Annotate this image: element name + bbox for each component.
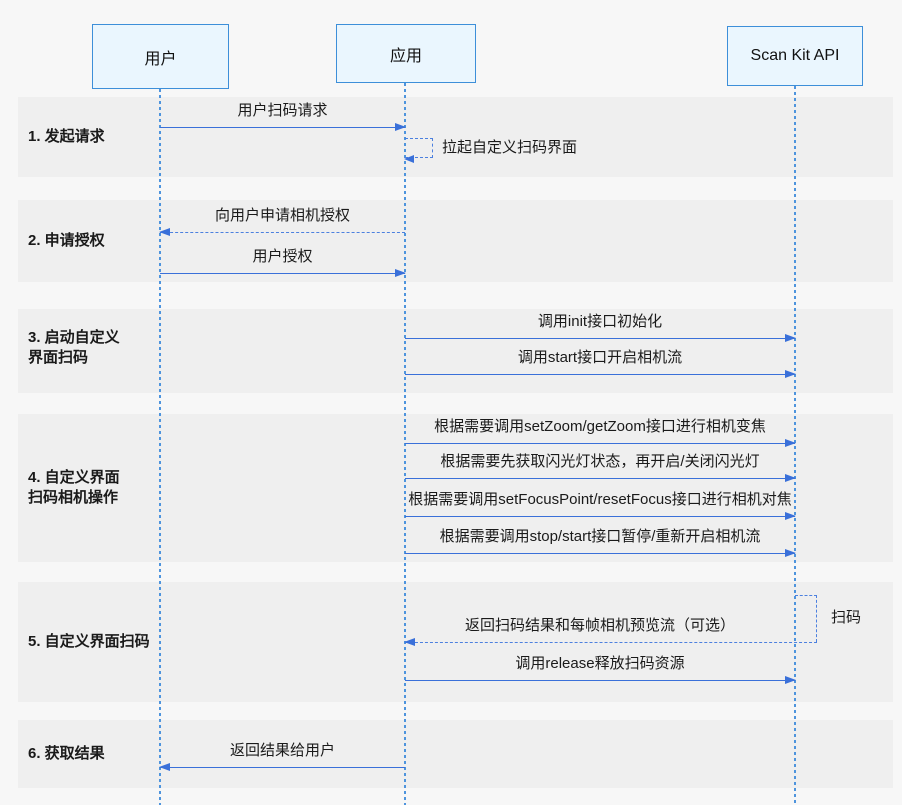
actor-label-app: 应用 [389,47,422,65]
arrow-right-icon [405,334,796,342]
section-band-2 [18,200,893,282]
actor-label-user: 用户 [144,50,177,68]
actor-box-user: 用户 [92,24,229,89]
section-label-3: 3. 启动自定义 界面扫码 [28,329,120,366]
message-set-focus: 根据需要调用setFocusPoint/resetFocus接口进行相机对焦 [405,491,796,520]
message-set-zoom: 根据需要调用setZoom/getZoom接口进行相机变焦 [405,418,796,447]
actor-label-scankit-api: Scan Kit API [750,47,840,64]
lifeline-user [159,89,161,805]
message-label: 用户授权 [252,248,313,265]
message-user-scan-request: 用户扫码请求 [160,102,406,131]
section-label-6: 6. 获取结果 [28,745,105,762]
message-flash-light: 根据需要先获取闪光灯状态，再开启/关闭闪光灯 [405,453,796,482]
message-call-release: 调用release释放扫码资源 [405,655,796,684]
arrow-right-icon [405,512,796,520]
section-band-6 [18,720,893,788]
arrow-right-icon [160,123,406,131]
arrow-left-icon [404,638,817,646]
self-message-label: 拉起自定义扫码界面 [442,139,578,156]
message-label: 根据需要调用setZoom/getZoom接口进行相机变焦 [434,418,766,435]
section-band-1 [18,97,893,177]
section-label-1: 1. 发起请求 [28,128,105,145]
self-message-loop-scan [795,595,817,642]
arrow-right-icon [405,676,796,684]
self-message-label: 扫码 [831,609,862,626]
arrow-left-icon [159,228,405,236]
self-message-loop-launch-ui [404,138,433,163]
message-label: 调用start接口开启相机流 [517,349,683,366]
message-label: 根据需要调用stop/start接口暂停/重新开启相机流 [439,528,761,545]
message-label: 根据需要调用setFocusPoint/resetFocus接口进行相机对焦 [408,491,792,508]
message-label: 调用release释放扫码资源 [515,655,685,672]
actor-box-app: 应用 [336,24,476,83]
message-return-result-to-user: 返回结果给用户 [159,742,405,771]
arrow-right-icon [160,269,406,277]
message-user-authorizes: 用户授权 [160,248,406,277]
message-call-start: 调用start接口开启相机流 [405,349,796,378]
actor-box-scankit-api: Scan Kit API [727,26,863,86]
section-label-4: 4. 自定义界面 扫码相机操作 [28,469,120,506]
message-return-scan-result: 返回扫码结果和每帧相机预览流（可选） [404,617,817,646]
arrow-right-icon [405,474,796,482]
lifeline-app [404,83,406,805]
message-label: 根据需要先获取闪光灯状态，再开启/关闭闪光灯 [440,453,760,470]
arrow-left-icon [159,763,405,771]
arrow-right-icon [405,439,796,447]
message-call-init: 调用init接口初始化 [405,313,796,342]
arrow-right-icon [405,549,796,557]
section-label-5: 5. 自定义界面扫码 [28,633,150,650]
message-label: 返回扫码结果和每帧相机预览流（可选） [464,617,735,634]
arrow-right-icon [405,370,796,378]
message-label: 返回结果给用户 [229,742,335,759]
message-stop-start-stream: 根据需要调用stop/start接口暂停/重新开启相机流 [405,528,796,557]
message-label: 用户扫码请求 [237,102,328,119]
message-label: 调用init接口初始化 [537,313,663,330]
section-band-4 [18,414,893,562]
message-request-camera-permission: 向用户申请相机授权 [159,207,405,236]
section-band-3 [18,309,893,393]
section-label-2: 2. 申请授权 [28,232,105,249]
message-label: 向用户申请相机授权 [214,207,350,224]
